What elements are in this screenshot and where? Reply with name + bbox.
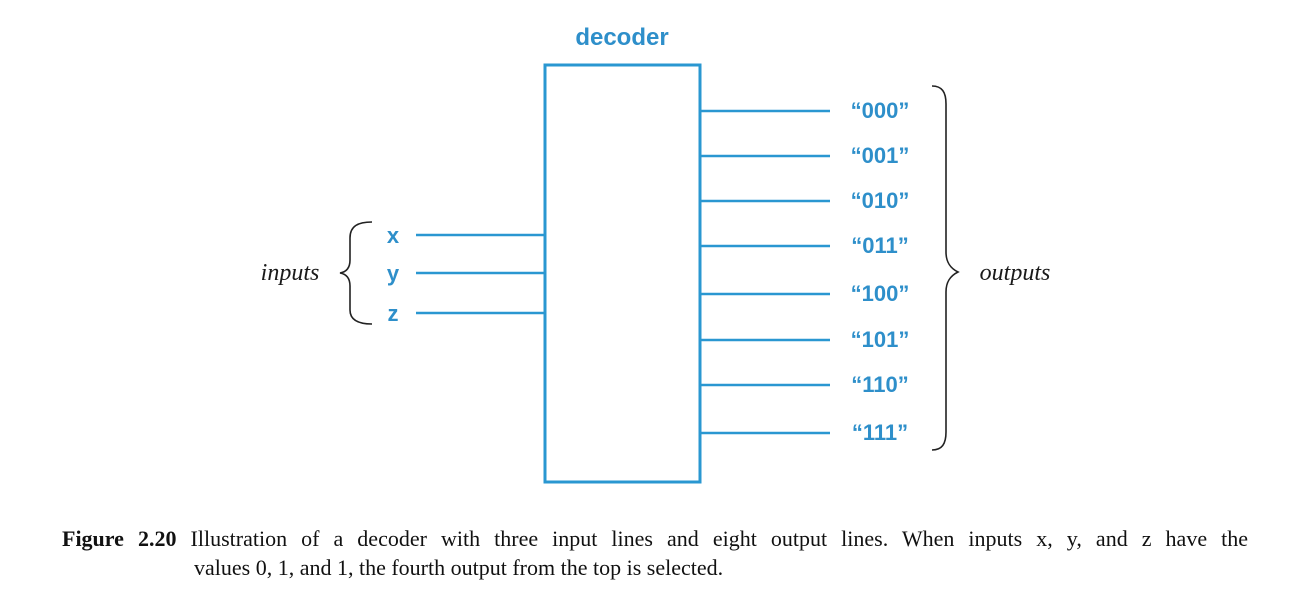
output-label-1: “001” [851, 143, 910, 168]
outputs-label: outputs [980, 260, 1051, 286]
decoder-diagram: decoder xyz inputs “000”“001”“010”“011”“… [261, 24, 1051, 484]
caption-text-line-2: values 0, 1, and 1, the fourth output fr… [194, 555, 724, 580]
outputs-brace [931, 85, 960, 451]
output-label-0: “000” [851, 98, 910, 123]
caption-text-line-1: Illustration of a decoder with three inp… [190, 526, 1249, 551]
output-label-4: “100” [851, 281, 910, 306]
decoder-title: decoder [575, 24, 668, 51]
input-label-x: x [387, 223, 400, 248]
output-label-5: “101” [851, 327, 910, 352]
output-label-2: “010” [851, 188, 910, 213]
input-label-z: z [388, 301, 399, 326]
inputs-group: xyz [387, 223, 545, 326]
figure-caption: Figure 2.20 Illustration of a decoder wi… [62, 524, 1262, 582]
output-label-7: “111” [852, 420, 908, 445]
input-label-y: y [387, 261, 400, 286]
inputs-label: inputs [261, 260, 320, 286]
figure-number: Figure 2.20 [62, 526, 177, 551]
inputs-brace [339, 221, 373, 325]
caption-line-1: Figure 2.20 Illustration of a decoder wi… [62, 524, 1248, 553]
output-label-3: “011” [851, 233, 909, 258]
output-label-6: “110” [851, 372, 909, 397]
outputs-group: “000” “001” “010” “011” “100” “101” “110” “111” [700, 98, 909, 445]
decoder-box [543, 63, 702, 484]
